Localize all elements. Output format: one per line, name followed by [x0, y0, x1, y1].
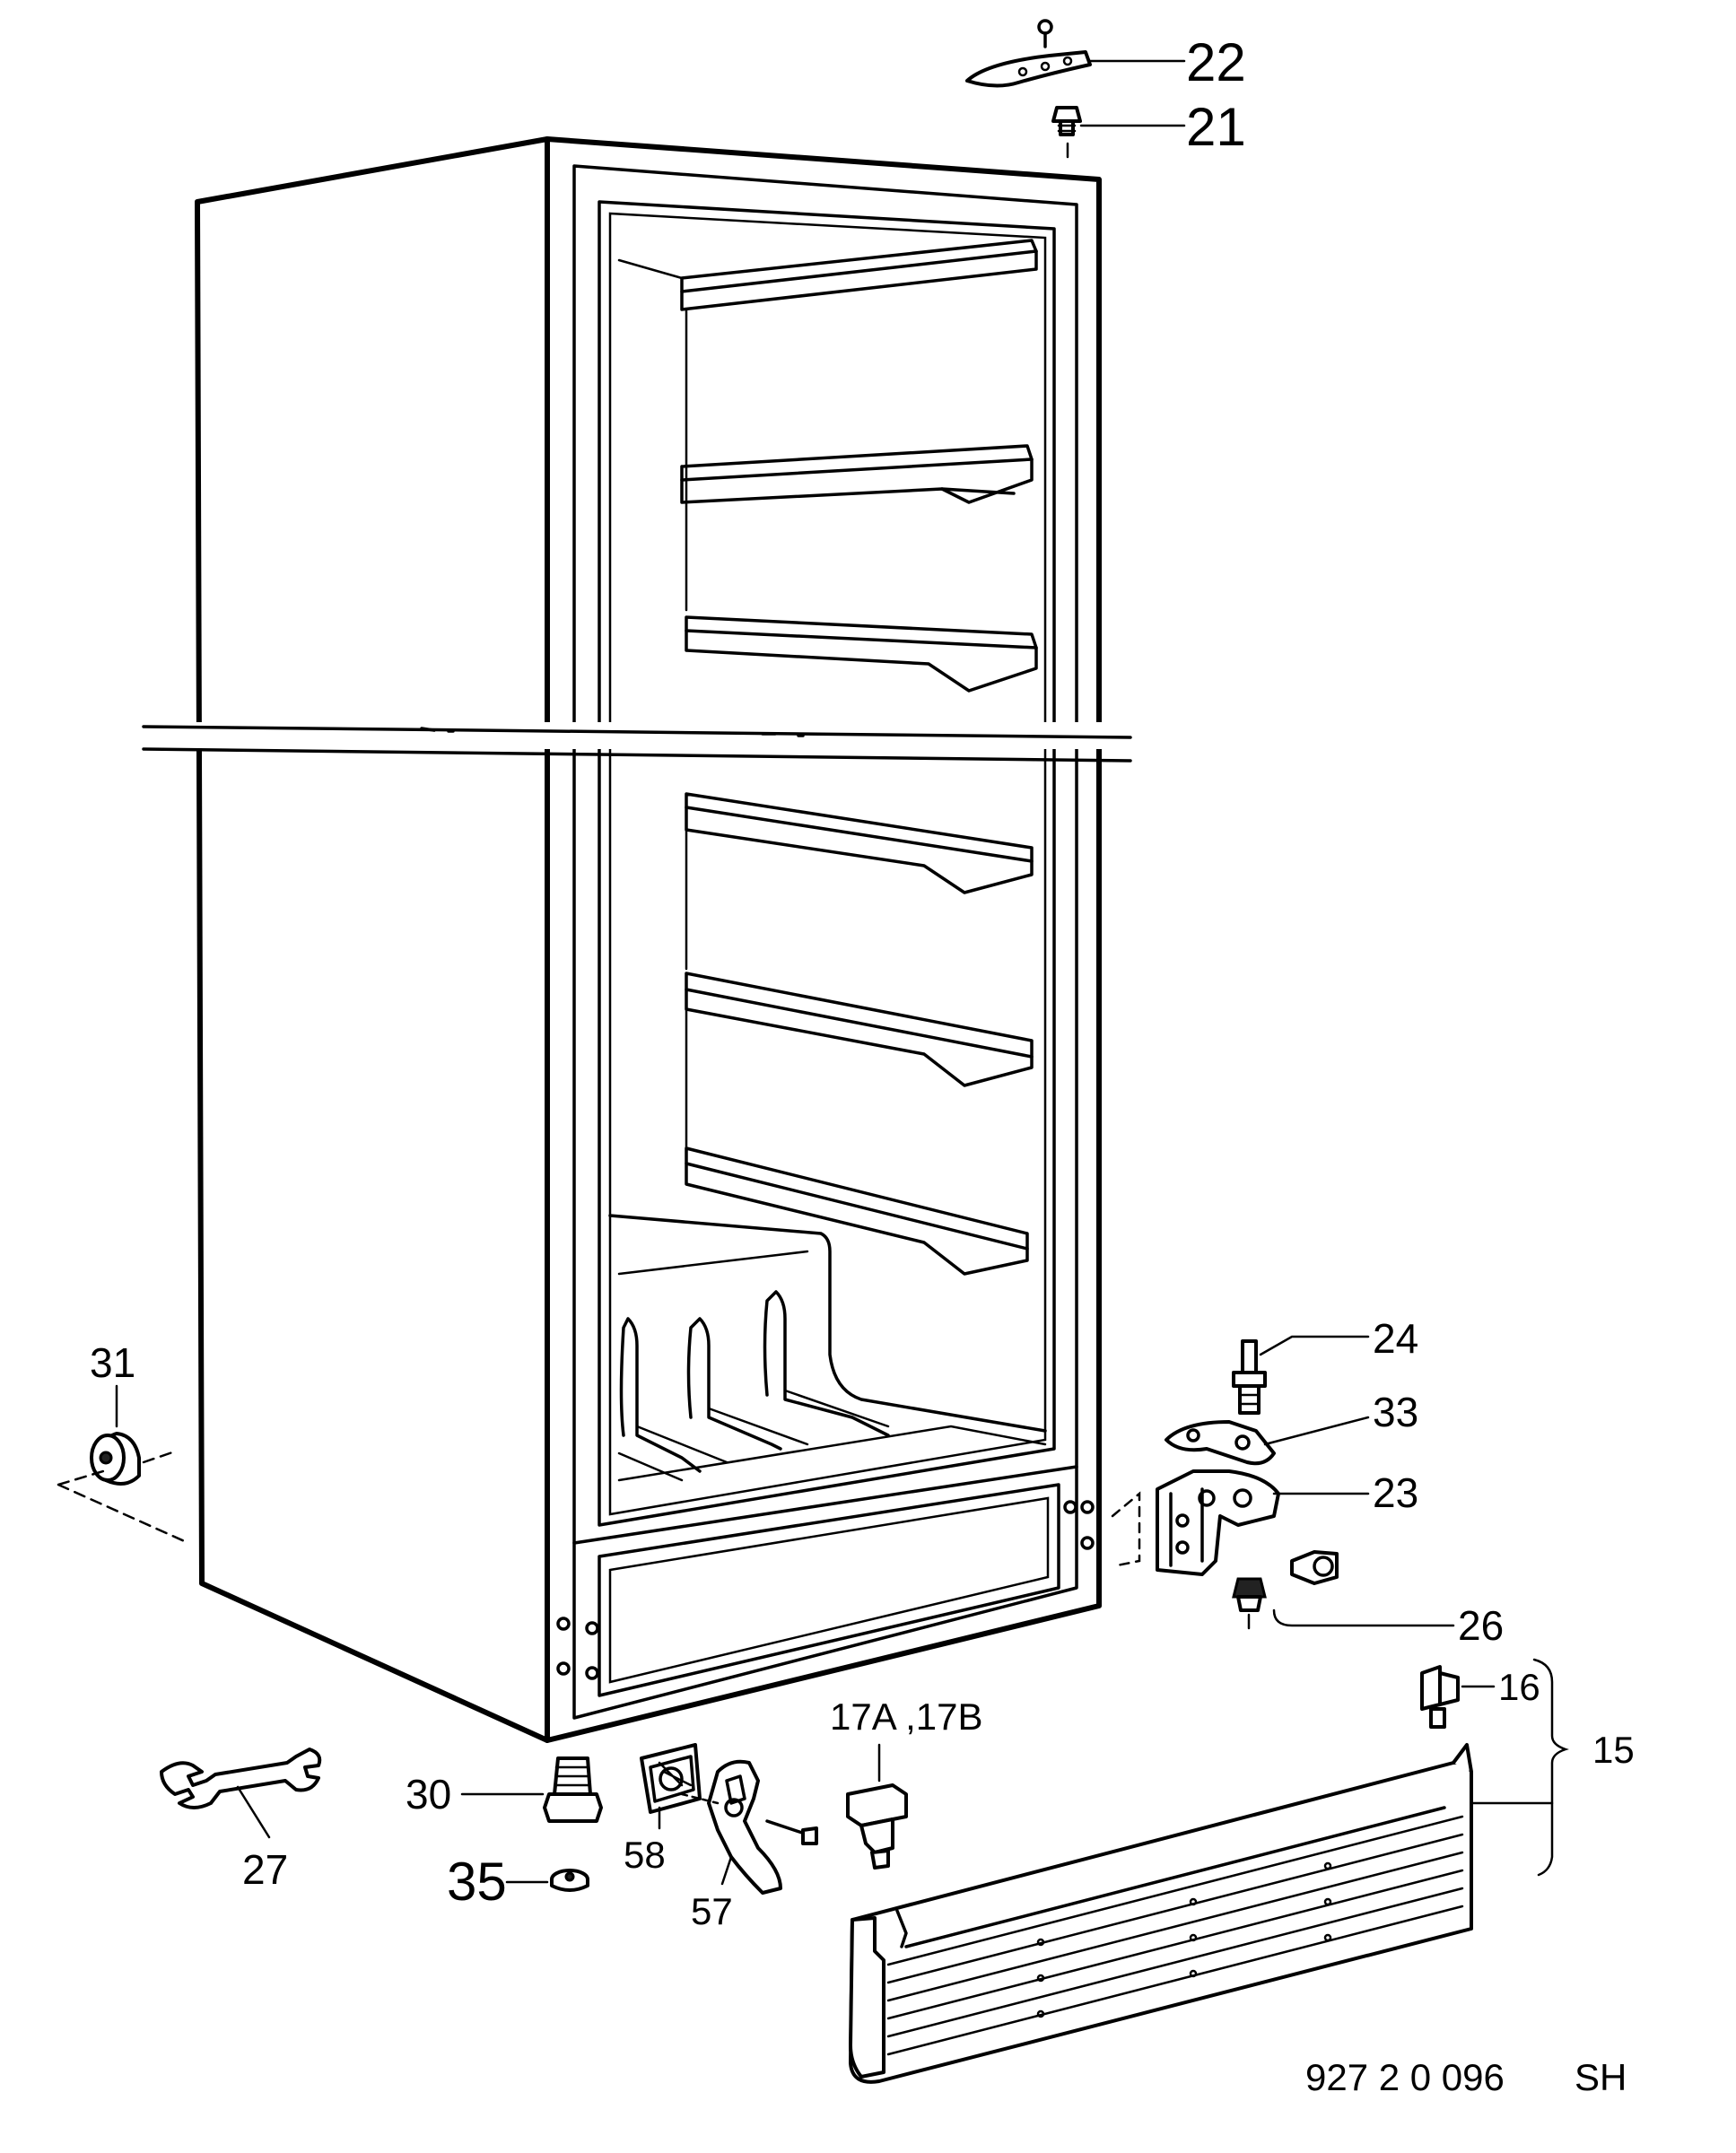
label-35: 35	[447, 1852, 507, 1912]
label-23: 23	[1373, 1469, 1418, 1516]
dash-31	[57, 1450, 190, 1545]
label-24: 24	[1373, 1315, 1418, 1362]
label-31: 31	[90, 1339, 135, 1386]
leader-57	[720, 1855, 733, 1886]
part-31-foot-cap	[90, 1432, 141, 1486]
part-27-wrench	[160, 1748, 322, 1809]
label-17: 17A ,17B	[830, 1695, 982, 1738]
leader-26	[1272, 1608, 1455, 1627]
label-16: 16	[1498, 1666, 1540, 1708]
part-30-adjustable-foot	[543, 1756, 603, 1823]
part-57-lever	[680, 1759, 818, 1895]
liner-floor	[608, 1214, 1047, 1482]
part-26-screw	[1232, 1550, 1339, 1630]
part-22-top-hinge-plate	[965, 19, 1092, 88]
part-21-hinge-pin	[1051, 106, 1082, 159]
label-26: 26	[1458, 1602, 1504, 1649]
cabinet	[195, 136, 1102, 1743]
part-16-clip	[1420, 1665, 1460, 1729]
part-15-kickplate	[849, 1743, 1473, 2084]
callout-labels: 22 21 24 33 23 26 31 16 15 17A ,17B 30 2…	[90, 32, 1635, 1932]
label-57: 57	[691, 1890, 733, 1932]
label-15: 15	[1592, 1729, 1635, 1771]
leader-24	[1259, 1335, 1370, 1356]
part-17-plug	[846, 1783, 908, 1870]
footer: 927 2 0 096 SH	[1305, 2056, 1627, 2098]
label-27: 27	[242, 1846, 288, 1893]
shelf-rails	[617, 239, 1038, 1276]
part-23-bottom-hinge	[1156, 1469, 1280, 1576]
brace-15	[1532, 1658, 1569, 1877]
label-33: 33	[1373, 1389, 1418, 1435]
footer-suffix: SH	[1575, 2056, 1627, 2098]
leader-27	[236, 1785, 271, 1839]
leader-33	[1263, 1416, 1370, 1446]
label-21: 21	[1186, 97, 1246, 157]
part-24-hinge-pin	[1232, 1339, 1267, 1415]
part-33-spacer-plate	[1165, 1420, 1276, 1466]
break-line	[135, 722, 1135, 763]
label-58: 58	[624, 1834, 666, 1876]
part-35-foot-pad	[550, 1869, 589, 1892]
label-30: 30	[406, 1771, 451, 1817]
dash-hinge-to-cabinet	[1111, 1491, 1141, 1567]
part-58-block	[640, 1743, 702, 1814]
footer-code: 927 2 0 096	[1305, 2056, 1505, 2098]
label-22: 22	[1186, 32, 1246, 92]
